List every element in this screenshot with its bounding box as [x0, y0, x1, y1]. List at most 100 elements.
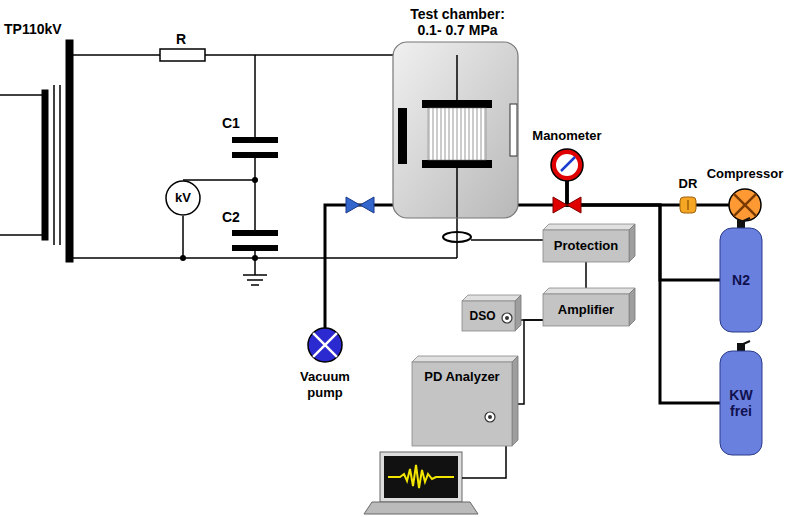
- transformer-symbol: [59, 85, 61, 245]
- capacitor-symbol: [232, 245, 278, 251]
- hv-wire: [254, 251, 256, 275]
- capacitor-label: C2: [222, 208, 240, 226]
- chamber-body: [510, 104, 517, 156]
- transformer-label: TP110kV: [4, 20, 62, 38]
- cylinder-valve: [741, 341, 750, 345]
- gas-pipe: [567, 181, 680, 205]
- part-label: TP110kV: [4, 21, 62, 37]
- laptop-icon: [388, 465, 454, 488]
- gas-cylinder: KW frei: [718, 343, 764, 455]
- valve-symbol: [346, 197, 360, 213]
- voltmeter-circle: kV: [165, 180, 201, 216]
- junction-dot: [180, 255, 186, 261]
- transformer-symbol: [66, 40, 73, 262]
- valve-symbol: [567, 197, 581, 213]
- resistor-label: R: [176, 30, 186, 48]
- text-holder: kV: [165, 180, 201, 216]
- amplifier-box: Amplifier: [543, 288, 637, 328]
- text-holder: N2: [720, 228, 762, 332]
- junction-dot: [252, 177, 258, 183]
- text-holder: DSO: [463, 301, 502, 331]
- node-label: Compressor: [707, 166, 784, 182]
- capacitor-symbol: [232, 137, 278, 251]
- valve-symbol: [360, 197, 374, 213]
- shape-outline: [308, 328, 342, 362]
- text-holder: KW frei: [720, 351, 762, 455]
- resistor-symbol: [160, 49, 205, 61]
- box-side: [629, 288, 635, 326]
- ground-symbol: [243, 274, 267, 276]
- cylinder-body: [720, 351, 762, 455]
- pd-analyzer-box: PD Analyzer: [412, 355, 520, 447]
- box-top: [462, 295, 521, 301]
- hv-wire: [182, 216, 184, 258]
- electrode-wire: [456, 55, 458, 258]
- bnc-connector: [502, 313, 512, 323]
- shape-outline: [551, 149, 583, 181]
- gauge-face: [556, 154, 578, 176]
- node-label: Manometer: [532, 128, 601, 144]
- test-chamber: Test chamber: 0.1- 0.7 MPa: [390, 6, 525, 220]
- text-holder: PD Analyzer: [412, 369, 512, 399]
- capacitor-label: C1: [222, 114, 240, 132]
- node-shape: [525, 118, 609, 182]
- chamber-body: [422, 100, 492, 108]
- current-sensor-ring: [443, 232, 543, 242]
- hv-wire: [183, 179, 255, 181]
- vacuum-pump: Vacuum pump: [290, 327, 360, 409]
- laptop-cable: [462, 446, 506, 478]
- valve-symbol: [346, 197, 374, 213]
- text-holder: Compressor: [700, 166, 790, 184]
- box-top: [543, 288, 635, 294]
- node-label: kV: [175, 190, 191, 206]
- ground-symbol: [251, 284, 259, 286]
- transformer-symbol: [0, 40, 73, 262]
- ground-symbol: [247, 279, 263, 281]
- laptop-icon: [364, 452, 478, 514]
- node-label: Vacuum pump: [290, 369, 360, 401]
- cross-mark: [734, 194, 756, 216]
- compressor-symbol: Compressor: [700, 166, 790, 222]
- text-holder: Amplifier: [543, 294, 629, 326]
- box-front: [462, 301, 515, 331]
- text-holder: Manometer: [525, 128, 609, 146]
- capacitor-symbol: [232, 230, 278, 236]
- transformer-symbol: [53, 85, 55, 245]
- box-front: [543, 294, 629, 326]
- box-side: [629, 224, 635, 262]
- box-top: [543, 224, 635, 230]
- node-label: Amplifier: [558, 302, 614, 318]
- node-label: DR: [679, 176, 698, 192]
- shape-outline: [166, 181, 200, 215]
- box-front: [543, 230, 629, 262]
- protection-box: Protection: [543, 224, 637, 264]
- part-label: R: [176, 31, 186, 47]
- part-label: C1: [222, 115, 240, 131]
- box-front: [412, 362, 512, 446]
- node-label: N2: [732, 272, 750, 288]
- text-holder: Vacuum pump: [290, 369, 360, 405]
- resistor-symbol: [160, 49, 205, 61]
- bnc-connector: [505, 316, 509, 320]
- gas-cylinder: N2: [718, 220, 764, 332]
- transformer-symbol: [42, 90, 48, 240]
- gauge-needle: [561, 157, 575, 171]
- laptop-cable: [462, 446, 506, 478]
- hv-wire: [254, 158, 256, 230]
- chamber-body: [422, 160, 492, 168]
- node-shape: [390, 6, 525, 220]
- cylinder-body: [720, 228, 762, 332]
- transformer-symbol: [0, 94, 44, 96]
- regulator-body: [687, 200, 689, 210]
- oscilloscope-box: DSO: [462, 296, 523, 332]
- shape-outline: [729, 189, 761, 221]
- node-label: DSO: [469, 308, 495, 324]
- gas-pipe: [325, 205, 393, 328]
- laptop-icon: [364, 502, 478, 514]
- cylinder-valve: [741, 218, 750, 222]
- box-top: [412, 356, 518, 362]
- node-label: KW frei: [720, 387, 762, 419]
